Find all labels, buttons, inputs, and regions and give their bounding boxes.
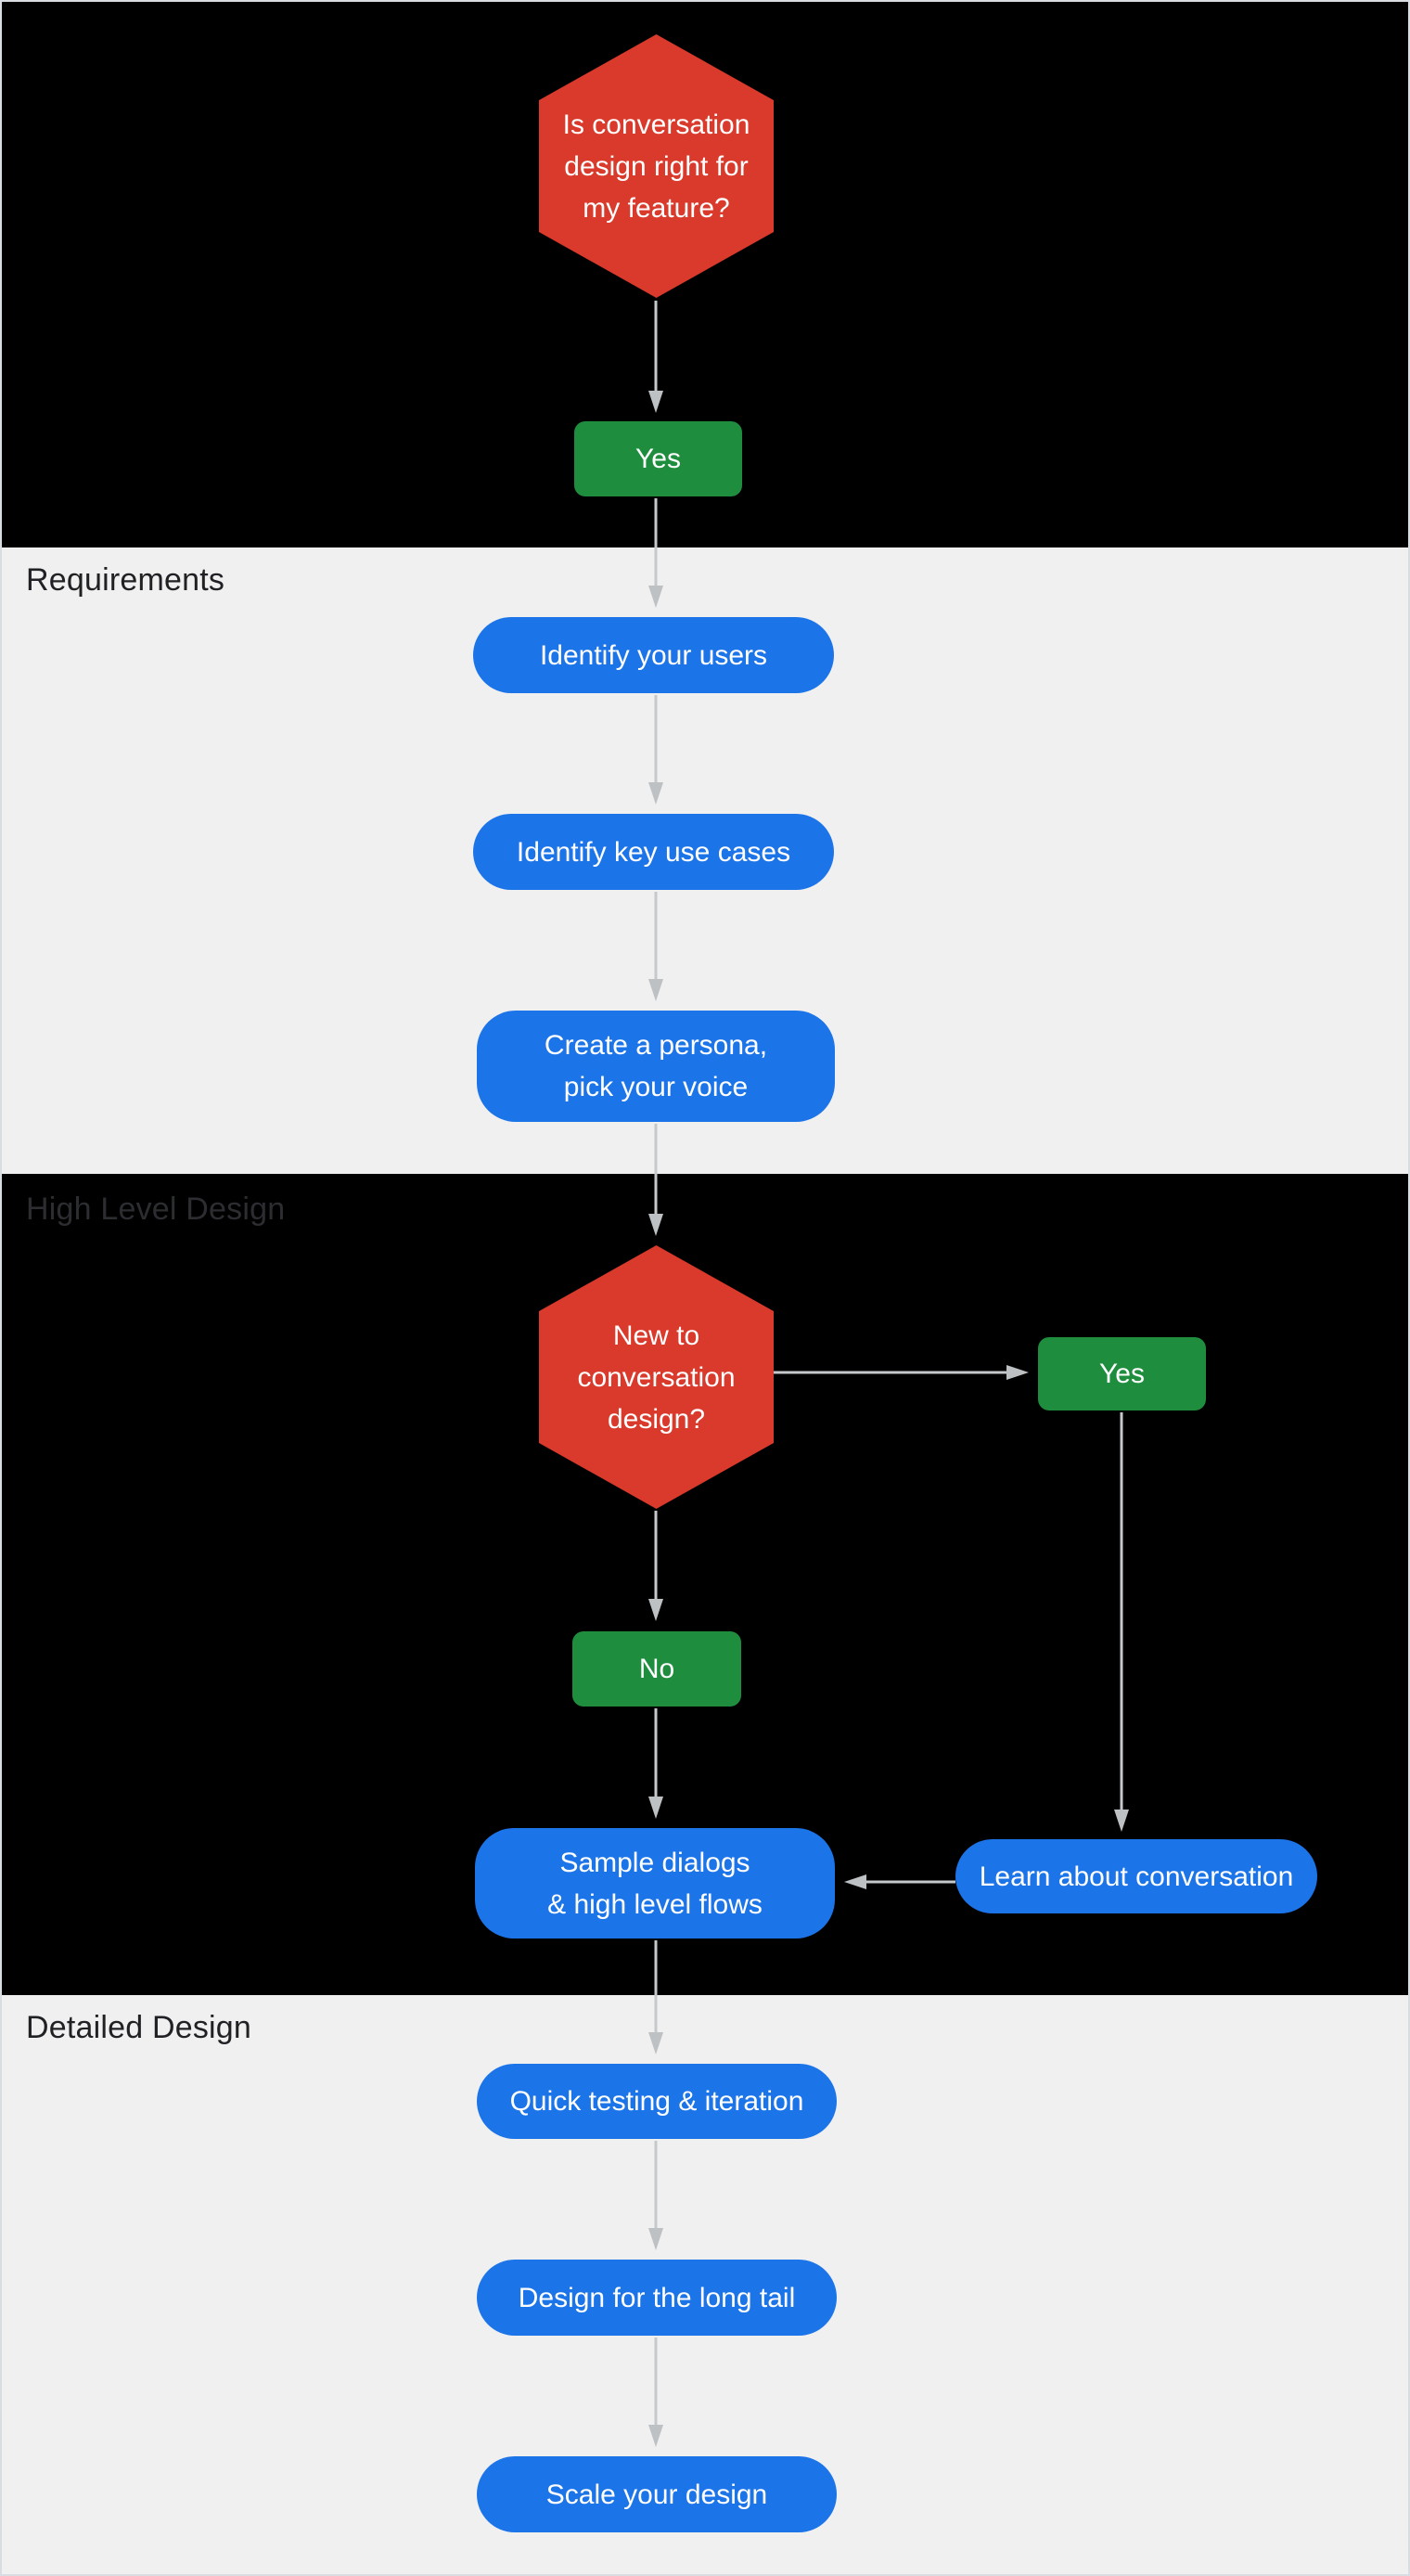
answer-no: No bbox=[572, 1631, 741, 1707]
phase-label-high-level-design: High Level Design bbox=[26, 1191, 286, 1227]
step-label-line: Sample dialogs bbox=[559, 1847, 750, 1878]
hex-text-line: conversation bbox=[577, 1361, 736, 1393]
step-label: Identify your users bbox=[539, 639, 768, 671]
step-label: Design for the long tail bbox=[518, 2282, 796, 2313]
decision-hex-new-to-conversation-design: New to conversation design? bbox=[539, 1245, 774, 1509]
step-label: Learn about conversation bbox=[979, 1861, 1294, 1892]
step-label: Scale your design bbox=[545, 2479, 768, 2510]
step-quick-testing-iteration: Quick testing & iteration bbox=[477, 2064, 837, 2139]
hex-text-line: my feature? bbox=[583, 192, 730, 224]
step-learn-about-conversation: Learn about conversation bbox=[955, 1839, 1317, 1913]
step-label: Quick testing & iteration bbox=[509, 2086, 804, 2117]
hex-text-line: New to bbox=[612, 1320, 700, 1351]
answer-label: Yes bbox=[1099, 1359, 1145, 1389]
step-identify-key-use-cases: Identify key use cases bbox=[473, 814, 834, 890]
step-scale-your-design: Scale your design bbox=[477, 2456, 837, 2532]
step-create-persona-pick-voice: Create a persona, pick your voice bbox=[477, 1011, 835, 1122]
step-label-line: pick your voice bbox=[563, 1072, 749, 1102]
step-design-for-the-long-tail: Design for the long tail bbox=[477, 2260, 837, 2336]
step-label-line: & high level flows bbox=[547, 1888, 763, 1920]
phase-label-detailed-design: Detailed Design bbox=[26, 2010, 252, 2045]
answer-yes-right: Yes bbox=[1038, 1337, 1206, 1410]
step-sample-dialogs-high-level-flows: Sample dialogs & high level flows bbox=[475, 1828, 835, 1938]
decision-hex-is-conversation-design-right: Is conversation design right for my feat… bbox=[539, 34, 774, 298]
answer-yes-top: Yes bbox=[574, 421, 742, 496]
answer-label: No bbox=[638, 1654, 675, 1684]
phase-label-requirements: Requirements bbox=[26, 562, 225, 598]
answer-label: Yes bbox=[635, 444, 681, 474]
step-identify-your-users: Identify your users bbox=[473, 617, 834, 693]
hex-text-line: Is conversation bbox=[562, 109, 750, 140]
step-label: Identify key use cases bbox=[516, 836, 791, 868]
hex-text-line: design? bbox=[607, 1403, 706, 1435]
hex-text-line: design right for bbox=[564, 150, 749, 182]
step-label-line: Create a persona, bbox=[544, 1030, 768, 1061]
